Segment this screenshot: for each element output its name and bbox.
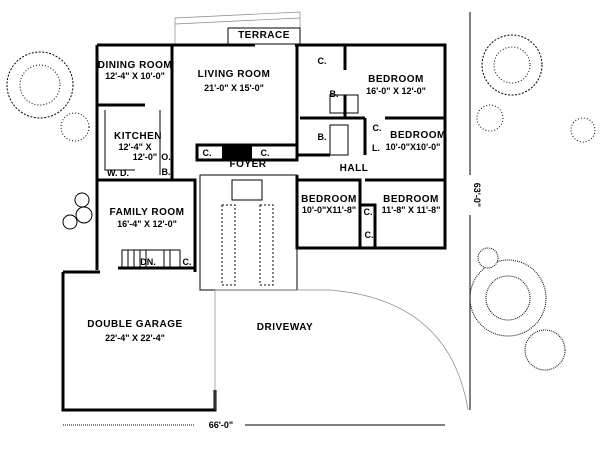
bath-label: B. bbox=[162, 167, 171, 177]
shrub-icon bbox=[75, 206, 93, 224]
room-labels: TERRACE DINING ROOM 12'-4" X 10'-0" LIVI… bbox=[87, 30, 482, 430]
family-room-label: FAMILY ROOM bbox=[110, 207, 185, 218]
hall-label: HALL bbox=[340, 163, 369, 174]
tree-icon bbox=[570, 117, 596, 143]
closet-label: C. bbox=[318, 56, 327, 66]
driveway-outline bbox=[214, 289, 469, 411]
kitchen-size-b: 12'-0" bbox=[133, 152, 157, 162]
bedroom-2-size: 10'-0"X10'-0" bbox=[386, 142, 441, 152]
kitchen-label: KITCHEN bbox=[114, 131, 162, 142]
walls bbox=[61, 43, 447, 412]
closet-label: C. bbox=[364, 207, 373, 217]
closet-label: C. bbox=[365, 230, 374, 240]
washer-dryer-label: W. D. bbox=[107, 168, 129, 178]
tree-icon bbox=[524, 329, 566, 371]
trees bbox=[6, 34, 596, 371]
living-room-label: LIVING ROOM bbox=[198, 69, 271, 80]
closet-label: C. bbox=[203, 148, 212, 158]
tree-icon bbox=[477, 247, 499, 269]
dining-room-label: DINING ROOM bbox=[98, 60, 172, 71]
closet-label: C. bbox=[183, 257, 192, 267]
shrub-icon bbox=[62, 214, 78, 230]
oven-label: O. bbox=[161, 152, 171, 162]
width-dimension: 66'-0" bbox=[209, 420, 233, 430]
garage-label: DOUBLE GARAGE bbox=[87, 319, 182, 330]
driveway-label: DRIVEWAY bbox=[257, 322, 313, 333]
dimension-lines bbox=[63, 12, 471, 426]
family-room-size: 16'-4" X 12'-0" bbox=[117, 219, 177, 229]
stairs bbox=[121, 249, 181, 269]
dining-room-size: 12'-4" X 10'-0" bbox=[105, 71, 165, 81]
terrace bbox=[174, 11, 301, 45]
tree-icon bbox=[469, 259, 547, 337]
bath-label: B. bbox=[318, 132, 327, 142]
garage-size: 22'-4" X 22'-4" bbox=[105, 333, 165, 343]
master-bedroom-size: 16'-0" X 12'-0" bbox=[366, 86, 426, 96]
living-room-size: 21'-0" X 15'-0" bbox=[204, 83, 264, 93]
bedroom-3-size: 10'-0"X11'-8" bbox=[302, 205, 356, 215]
stairs-down-label: DN. bbox=[140, 257, 156, 267]
bedroom-2-label: BEDROOM bbox=[390, 130, 446, 141]
bedroom-3-label: BEDROOM bbox=[301, 194, 357, 205]
depth-dimension: 63'-0" bbox=[472, 183, 482, 207]
tree-icon bbox=[476, 104, 504, 132]
linen-label: L. bbox=[372, 143, 380, 153]
tree-icon bbox=[481, 34, 543, 96]
kitchen-size-a: 12'-4" X bbox=[119, 142, 152, 152]
bedroom-4-size: 11'-8" X 11'-8" bbox=[382, 205, 441, 215]
shrub-icon bbox=[74, 192, 90, 208]
terrace-label: TERRACE bbox=[238, 30, 290, 41]
bath-label: B. bbox=[330, 89, 339, 99]
foyer-label: FOYER bbox=[230, 159, 267, 170]
closet-label: C. bbox=[373, 123, 382, 133]
tree-icon bbox=[60, 112, 90, 142]
tree-icon bbox=[6, 51, 74, 119]
master-bedroom-label: BEDROOM bbox=[368, 74, 424, 85]
bedroom-4-label: BEDROOM bbox=[383, 194, 439, 205]
closet-label: C. bbox=[261, 148, 270, 158]
